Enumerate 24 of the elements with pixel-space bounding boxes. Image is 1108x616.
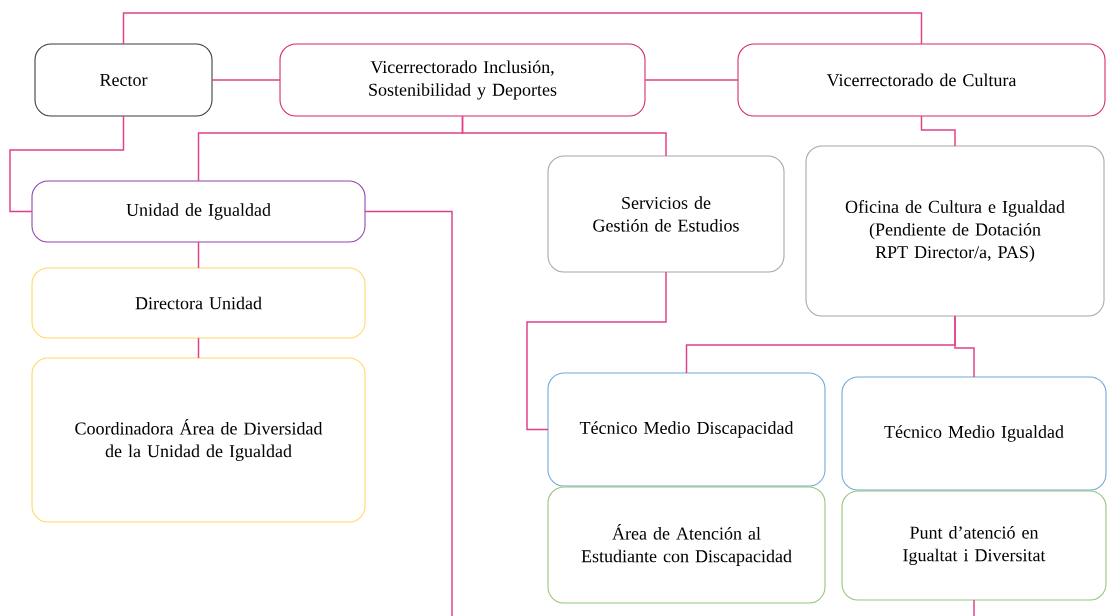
connector-line [920, 115, 956, 147]
org-box: Directora Unidad [31, 267, 366, 339]
org-box: Unidad de Igualdad [31, 180, 366, 243]
connector-line [197, 241, 200, 269]
connector-line [644, 79, 739, 81]
org-box: Oficina de Cultura e Igualdad (Pendiente de Dotación RPT Director/a, PAS) [805, 145, 1105, 317]
connector-line [211, 79, 281, 81]
org-box: Vicerrectorado de Cultura [737, 43, 1106, 117]
org-box: Área de Atención al Estudiante con Discapacidad [547, 486, 826, 604]
org-box: Técnico Medio Igualdad [841, 376, 1107, 491]
org-box: Rector [34, 43, 213, 117]
connector-line [9, 115, 125, 213]
connector-line [461, 115, 667, 157]
connector-line [526, 271, 667, 431]
connector-line [954, 315, 975, 378]
connector-line [122, 12, 923, 45]
org-box: Técnico Medio Discapacidad [547, 372, 826, 487]
connector-line [197, 337, 200, 359]
org-box: Vicerrectorado Inclusión, Sostenibilidad y Deportes [279, 43, 646, 117]
org-box: Coordinadora Área de Diversidad de la Unidad de Igualdad [31, 357, 366, 523]
org-box: Punt d’atenció en Igualtat i Diversitat [841, 490, 1107, 601]
org-box: Servicios de Gestión de Estudios [547, 155, 785, 273]
connector-line [973, 599, 975, 616]
connector-line [364, 210, 453, 616]
